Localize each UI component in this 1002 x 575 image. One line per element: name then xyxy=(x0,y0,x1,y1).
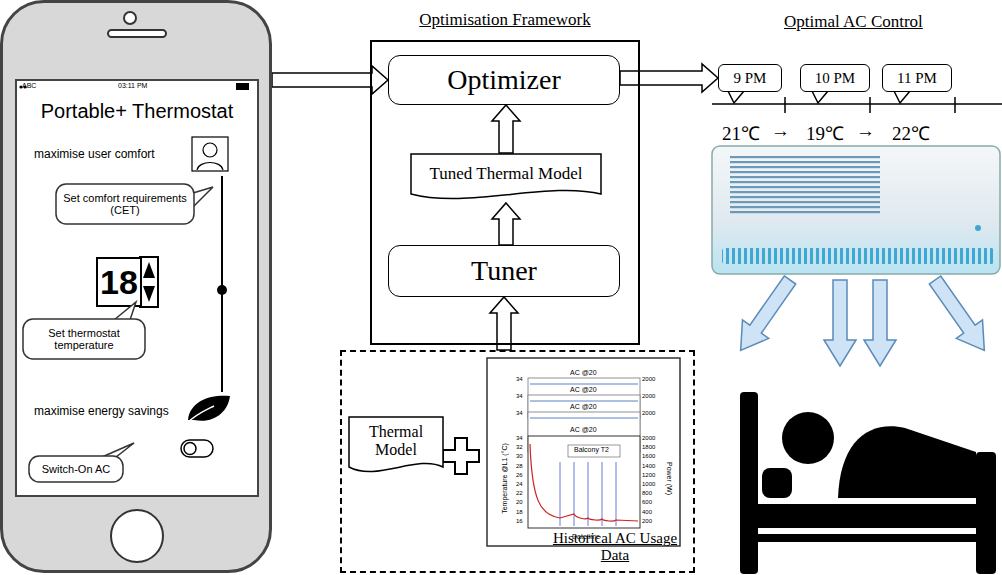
chart-label: 200 xyxy=(642,518,652,524)
chart-label: 1000 xyxy=(642,481,655,487)
text-label: 03:11 PM xyxy=(118,82,147,89)
usage-chart xyxy=(487,358,680,546)
chart-label: AC @20 xyxy=(570,386,597,393)
toggle-bubble: Switch-On AC xyxy=(28,455,124,483)
text-label: 22℃ xyxy=(892,120,930,146)
chart-label: 22 xyxy=(516,490,523,496)
plus-sign xyxy=(443,438,479,474)
chart-label: Balcony T2 xyxy=(574,446,609,453)
chart-label: 400 xyxy=(642,509,652,515)
chart-label: Power (W) xyxy=(666,454,673,504)
chart-label: 2000 xyxy=(642,376,655,382)
chart-label: 34 xyxy=(516,435,523,441)
chart-label: 16 xyxy=(516,518,523,524)
sleeping-person xyxy=(740,392,996,574)
chart-label: 600 xyxy=(642,499,652,505)
chart-label: AC @20 xyxy=(570,403,597,410)
node-text: 18 xyxy=(100,263,138,302)
chart-label: Datetime xyxy=(572,533,600,540)
chart-label: 34 xyxy=(516,393,523,399)
node-text: 11 PM xyxy=(897,70,937,87)
text-label: → xyxy=(771,120,790,142)
node-text: Tuner xyxy=(471,255,537,287)
block-arrow xyxy=(492,203,520,245)
node-text: Set thermostat temperature xyxy=(30,327,138,351)
process-box: Tuner xyxy=(388,245,620,297)
node-text: 10 PM xyxy=(815,70,855,87)
node-text: Optimizer xyxy=(447,64,561,96)
chart-label: 1800 xyxy=(642,444,655,450)
chart-label: 34 xyxy=(516,376,523,382)
thermostat-display: 18 xyxy=(96,257,142,307)
framework-box: Optimisation FrameworkOptimizerTuned The… xyxy=(370,40,640,345)
timeline xyxy=(712,91,1002,113)
node-text: Portable+ Thermostat xyxy=(16,100,258,123)
text-label: 21℃ xyxy=(722,120,760,146)
air-conditioner xyxy=(712,146,1000,274)
chart-label: 2000 xyxy=(642,435,655,441)
block-arrow xyxy=(620,64,718,92)
node-text: Switch-On AC xyxy=(42,463,110,475)
document-shape: Thermal Model xyxy=(348,416,444,476)
chart-label: Temperature @L1 (°C) xyxy=(501,441,508,517)
time-callout: 10 PM xyxy=(800,64,870,92)
document-shape: Tuned Thermal Model xyxy=(410,153,602,203)
text-label: Optimal AC Control xyxy=(784,12,923,32)
chart-label: 1400 xyxy=(642,463,655,469)
chart-label: 20 xyxy=(516,499,523,505)
speech-bubble: Set thermostat temperature xyxy=(22,318,146,360)
node-text: Set comfort requirements (CET) xyxy=(63,192,187,216)
chart-label: 2000 xyxy=(642,393,655,399)
chart-label: 2000 xyxy=(642,410,655,416)
node-text: 9 PM xyxy=(734,70,767,87)
chart-label: 28 xyxy=(516,463,523,469)
data-group-box: Historical AC Usage Data Thermal Model xyxy=(340,350,695,573)
chart-label: AC @20 xyxy=(570,369,597,376)
text-label: maximise energy savings xyxy=(34,404,169,418)
text-label: → xyxy=(856,120,875,142)
text-label: ABC xyxy=(22,82,36,89)
text-label: 19℃ xyxy=(806,120,844,146)
chart-label: 1600 xyxy=(642,453,655,459)
chart-label: 32 xyxy=(516,444,523,450)
airflow-arrows xyxy=(728,271,998,366)
node-text: Thermal Model xyxy=(354,423,438,459)
time-callout: 11 PM xyxy=(882,64,952,92)
chart-label: 18 xyxy=(516,509,523,515)
block-arrow xyxy=(490,297,518,350)
chart-label: AC @20 xyxy=(570,426,597,433)
speech-bubble: Set comfort requirements (CET) xyxy=(55,183,195,225)
chart-label: 30 xyxy=(516,453,523,459)
node-text: Optimisation Framework xyxy=(372,10,638,30)
chart-label: 26 xyxy=(516,472,523,478)
chart-label: 800 xyxy=(642,490,652,496)
node-text: Historical AC Usage Data xyxy=(540,530,690,564)
text-label: maximise user comfort xyxy=(34,147,155,161)
process-box: Optimizer xyxy=(388,55,620,105)
block-arrow xyxy=(492,105,520,153)
time-callout: 9 PM xyxy=(718,64,782,92)
chart-label: 34 xyxy=(516,410,523,416)
chart-label: 24 xyxy=(516,481,523,487)
chart-label: 1200 xyxy=(642,472,655,478)
node-text: Tuned Thermal Model xyxy=(430,164,583,184)
